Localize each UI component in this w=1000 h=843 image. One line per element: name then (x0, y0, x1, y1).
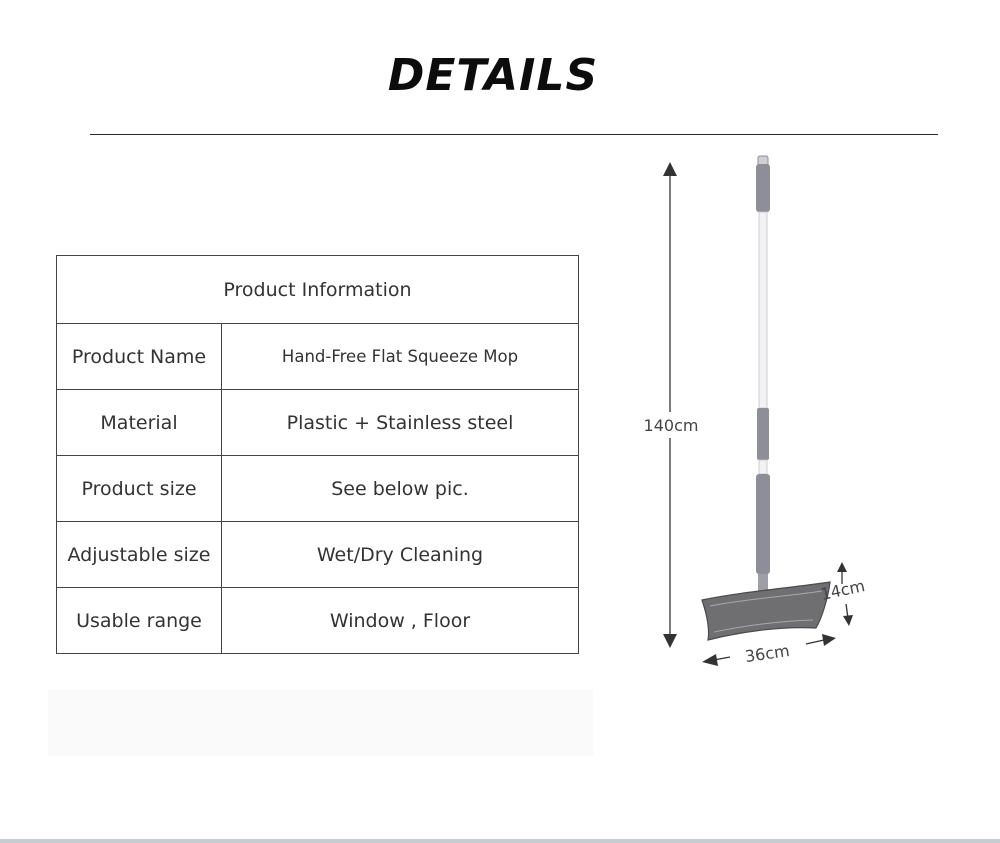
page-title: DETAILS (387, 50, 599, 101)
decorative-shadow-band (48, 690, 593, 756)
table-row-material: Material Plastic + Stainless steel (56, 389, 579, 456)
product-info-table: Product Information Product Name Hand-Fr… (56, 255, 579, 654)
mop-handle (756, 155, 770, 596)
depth-label: 14cm (819, 576, 867, 604)
table-row-product-name: Product Name Hand-Free Flat Squeeze Mop (56, 323, 579, 390)
row-value-material: Plastic + Stainless steel (221, 389, 579, 456)
height-arrow (663, 162, 677, 648)
table-row-product-size: Product size See below pic. (56, 455, 579, 522)
row-label-material: Material (56, 389, 222, 456)
mop-illustration: 140cm 14cm (640, 155, 867, 666)
height-label: 140cm (644, 416, 699, 435)
table-row-usable-range: Usable range Window , Floor (56, 587, 579, 654)
width-label: 36cm (744, 641, 791, 666)
row-label-product-size: Product size (56, 455, 222, 522)
title-divider (90, 134, 938, 135)
row-label-product-name: Product Name (56, 323, 222, 390)
table-header-row: Product Information (56, 255, 579, 324)
row-value-product-size: See below pic. (221, 455, 579, 522)
row-label-usable-range: Usable range (56, 587, 222, 654)
bottom-border (0, 839, 1000, 843)
row-value-product-name: Hand-Free Flat Squeeze Mop (221, 323, 579, 390)
depth-arrows (837, 562, 853, 626)
table-row-adjustable-size: Adjustable size Wet/Dry Cleaning (56, 521, 579, 588)
table-heading: Product Information (56, 255, 579, 324)
mop-pad (701, 581, 831, 641)
row-label-adjustable-size: Adjustable size (56, 521, 222, 588)
row-value-usable-range: Window , Floor (221, 587, 579, 654)
row-value-adjustable-size: Wet/Dry Cleaning (221, 521, 579, 588)
width-arrows (702, 634, 836, 666)
